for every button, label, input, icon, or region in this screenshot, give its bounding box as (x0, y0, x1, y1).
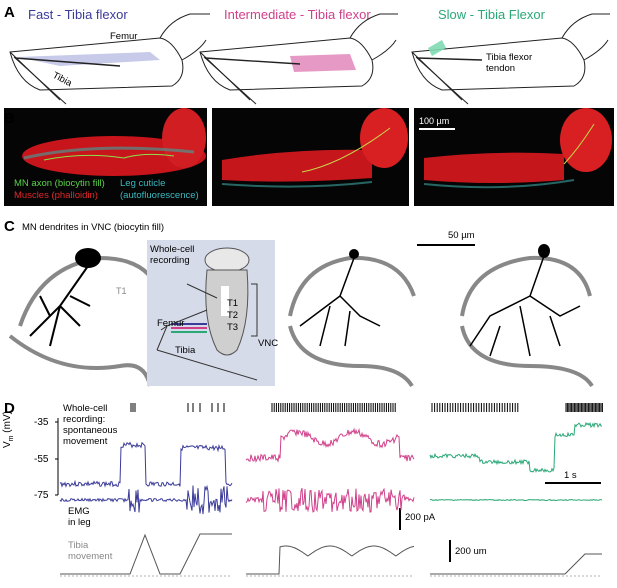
leg-drawing-intermediate (199, 13, 398, 105)
legend-cuticle-line2: (autofluorescence) (120, 190, 199, 201)
voltage-trace-intermediate (245, 427, 415, 463)
panel-a-title-intermediate: Intermediate - Tibia flexor (224, 7, 371, 22)
panel-c-letter: C (4, 218, 15, 235)
scale-angle-bar (449, 540, 451, 562)
t1-label: T1 (116, 286, 127, 296)
recording-label-line4: movement (63, 436, 108, 447)
schematic-whole-cell-line2: recording (150, 255, 190, 266)
schematic-femur: Femur (157, 318, 185, 329)
schematic-t3: T3 (227, 322, 239, 333)
fast-muscle (18, 52, 160, 66)
micrograph-fast (4, 108, 207, 206)
voltage-trace-slow (429, 421, 602, 474)
scale-bar-100um-label: 100 µm (419, 116, 450, 126)
scale-bar-50um (417, 244, 475, 246)
tibia-movement-trace-fast (60, 533, 232, 575)
schematic-vnc: VNC (258, 338, 279, 349)
scale-current-label: 200 pA (405, 512, 436, 523)
tibia-movement-trace-slow (430, 553, 602, 575)
scale-time-bar (545, 482, 601, 484)
y-tick-minus75: -75 (34, 490, 49, 501)
emg-label-line2: in leg (68, 517, 91, 528)
tendon-label-line2: tendon (486, 63, 516, 74)
y-tick-minus55: -55 (34, 454, 49, 465)
panel-c-heading: MN dendrites in VNC (biocytin fill) (22, 222, 165, 233)
scale-current-bar (399, 508, 401, 530)
slow-muscle (428, 40, 446, 56)
schematic-whole-cell-line1: Whole-cell (150, 244, 195, 255)
voltage-trace-fast (59, 441, 233, 488)
y-tick-minus35: -35 (34, 417, 49, 428)
scale-time-label: 1 s (564, 470, 577, 481)
femur-label: Femur (110, 31, 138, 42)
schematic-t1: T1 (227, 298, 239, 309)
emg-trace-fast (59, 484, 233, 515)
panel-b-letter: B (4, 110, 15, 127)
tibia-movement-label-line1: Tibia (68, 540, 89, 551)
scale-bar-50um-label: 50 µm (448, 230, 475, 241)
legend-cuticle-line1: Leg cuticle (120, 178, 166, 189)
schematic-t2: T2 (227, 310, 239, 321)
emg-trace-intermediate (245, 487, 415, 513)
leg-drawing-fast (9, 13, 210, 105)
leg-drawings (9, 13, 610, 105)
intermediate-muscle (290, 54, 356, 72)
leg-drawing-slow (411, 13, 610, 105)
panel-a-letter: A (4, 4, 15, 21)
micrograph-slow (414, 108, 614, 206)
recording-label-line1: Whole-cell (63, 403, 108, 414)
scale-bar-100um (419, 128, 455, 130)
tibia-movement-trace-intermediate (246, 545, 415, 575)
tibia-movement-label-line2: movement (68, 551, 113, 562)
emg-label-line1: EMG (68, 506, 90, 517)
recording-label-line2: recording: (63, 414, 106, 425)
prep-schematic (147, 240, 275, 386)
legend-mn-axon: MN axon (biocytin fill) (14, 178, 105, 189)
scale-angle-label: 200 um (455, 546, 487, 557)
recording-label-line3: spontaneous (63, 425, 118, 436)
schematic-tibia: Tibia (175, 345, 196, 356)
micrograph-intermediate (212, 108, 409, 206)
legend-muscles: Muscles (phalloidin) (14, 190, 98, 201)
tendon-label-line1: Tibia flexor (486, 52, 533, 63)
panel-a-title-slow: Slow - Tibia Flexor (438, 7, 545, 22)
panel-a-title-fast: Fast - Tibia flexor (28, 7, 128, 22)
emg-trace-slow (429, 498, 603, 502)
panel-d-letter: D (4, 400, 15, 417)
